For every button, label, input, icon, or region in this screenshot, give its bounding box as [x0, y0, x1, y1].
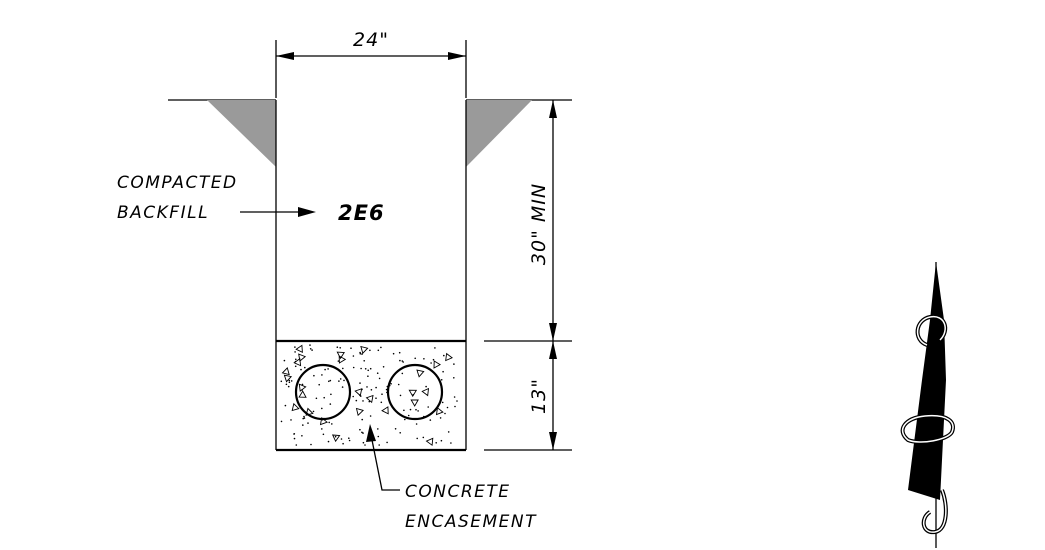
encasement-label-line2: ENCASEMENT: [405, 512, 537, 532]
north-arrow-icon: [900, 262, 955, 548]
width-arrow-right: [448, 52, 466, 60]
conduit-left: [294, 363, 352, 421]
encasement-arrow-bottom: [549, 432, 557, 450]
depth-arrow-top: [549, 100, 557, 118]
backfill-material-text: 2E6: [338, 201, 385, 225]
encasement-label-line1: CONCRETE: [405, 482, 511, 502]
depth-dimension-text: 30" MIN: [528, 183, 550, 265]
width-dimension-text: 24": [353, 29, 389, 51]
encasement-dimension-text: 13": [528, 378, 550, 414]
backfill-leader-arrow: [298, 207, 316, 217]
backfill-label-line2: BACKFILL: [117, 203, 209, 223]
depth-arrow-bottom: [549, 323, 557, 341]
conduit-right: [386, 363, 444, 421]
slope-triangle-left: [207, 100, 276, 167]
encasement-leader-line: [371, 439, 400, 491]
backfill-label-line1: COMPACTED: [117, 173, 238, 193]
slope-triangle-right: [466, 100, 532, 167]
encasement-leader-arrow: [366, 424, 376, 442]
encasement-arrow-top: [549, 341, 557, 359]
width-arrow-left: [276, 52, 294, 60]
